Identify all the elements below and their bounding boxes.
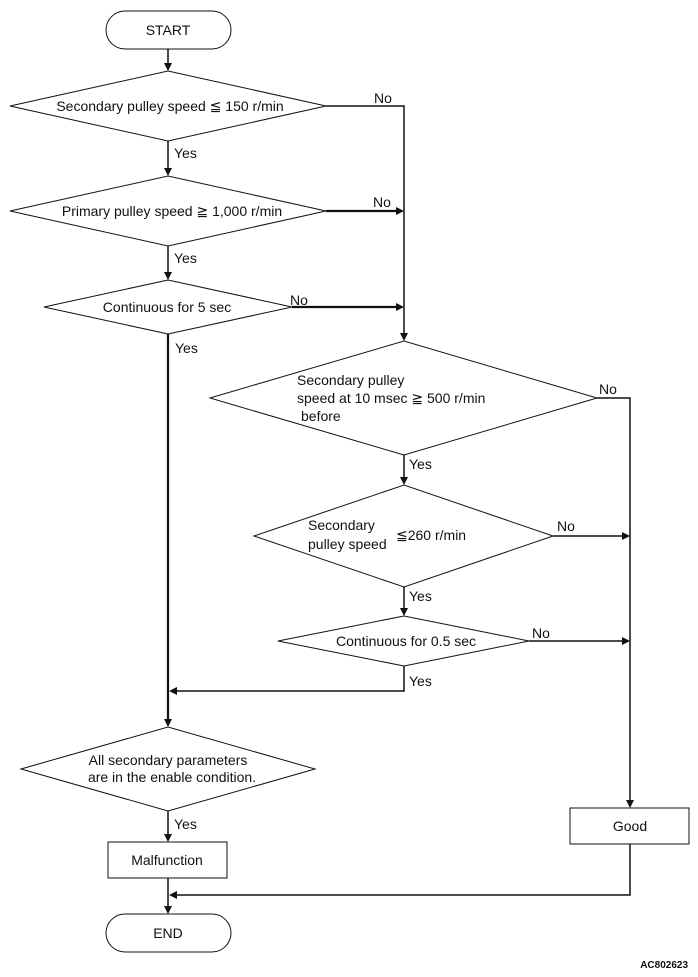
decision-secondary-pulley-10msec-line2: speed at 10 msec ≧ 500 r/min (297, 390, 485, 406)
start-text: START (146, 22, 191, 38)
decision-continuous-5sec-text: Continuous for 5 sec (103, 299, 231, 315)
decision-primary-pulley-1000-text: Primary pulley speed ≧ 1,000 r/min (62, 203, 282, 219)
arrowhead (164, 272, 172, 280)
yes-label-d6: Yes (409, 673, 432, 689)
arrowhead (164, 906, 172, 914)
decision-enable-condition (19, 726, 317, 812)
malfunction-box (107, 841, 228, 879)
connector-d1-no (326, 105, 405, 334)
arrowhead (164, 834, 172, 842)
no-label-d1: No (374, 90, 392, 106)
arrowhead (169, 687, 177, 695)
no-label-d6: No (532, 625, 550, 641)
arrowhead (400, 608, 408, 616)
end-text: END (153, 925, 183, 941)
no-label-d3: No (290, 292, 308, 308)
arrowhead (626, 800, 634, 808)
arrowhead (169, 891, 177, 899)
yes-label-d7: Yes (174, 816, 197, 832)
good-text: Good (613, 818, 647, 834)
yes-label-d5: Yes (409, 588, 432, 604)
no-label-d4: No (599, 381, 617, 397)
arrowhead (164, 168, 172, 176)
decision-secondary-pulley-150-text: Secondary pulley speed ≦ 150 r/min (56, 98, 283, 114)
arrowhead (164, 63, 172, 71)
yes-label-d2: Yes (174, 250, 197, 266)
connector-good-end (176, 844, 631, 896)
arrowhead (396, 303, 404, 311)
decision-secondary-pulley-260-line3: ≦260 r/min (396, 527, 466, 543)
arrowhead (622, 637, 630, 645)
no-label-d2: No (373, 194, 391, 210)
good-box (569, 807, 690, 845)
arrowhead (622, 532, 630, 540)
decision-enable-condition-line1: All secondary parameters (89, 752, 248, 768)
decision-continuous-05sec-text: Continuous for 0.5 sec (336, 633, 476, 649)
decision-secondary-pulley-260-line2: pulley speed (308, 536, 387, 552)
connector-d4-no (597, 397, 631, 801)
decision-enable-condition-line2: are in the enable condition. (88, 769, 256, 785)
decision-secondary-pulley-260-line1: Secondary (308, 517, 375, 533)
yes-label-d3: Yes (175, 340, 198, 356)
connector-d6-yes (176, 666, 405, 692)
decision-secondary-pulley-10msec-line3: before (301, 408, 341, 424)
yes-label-d4: Yes (409, 456, 432, 472)
malfunction-text: Malfunction (131, 852, 203, 868)
decision-secondary-pulley-10msec-line1: Secondary pulley (297, 372, 404, 388)
arrowhead (400, 477, 408, 485)
end-terminal (105, 913, 232, 953)
yes-label-d1: Yes (174, 145, 197, 161)
no-label-d5: No (557, 518, 575, 534)
arrowhead (400, 333, 408, 341)
figure-code: AC802623 (640, 960, 688, 971)
arrowhead (396, 207, 404, 215)
arrowhead (164, 719, 172, 727)
